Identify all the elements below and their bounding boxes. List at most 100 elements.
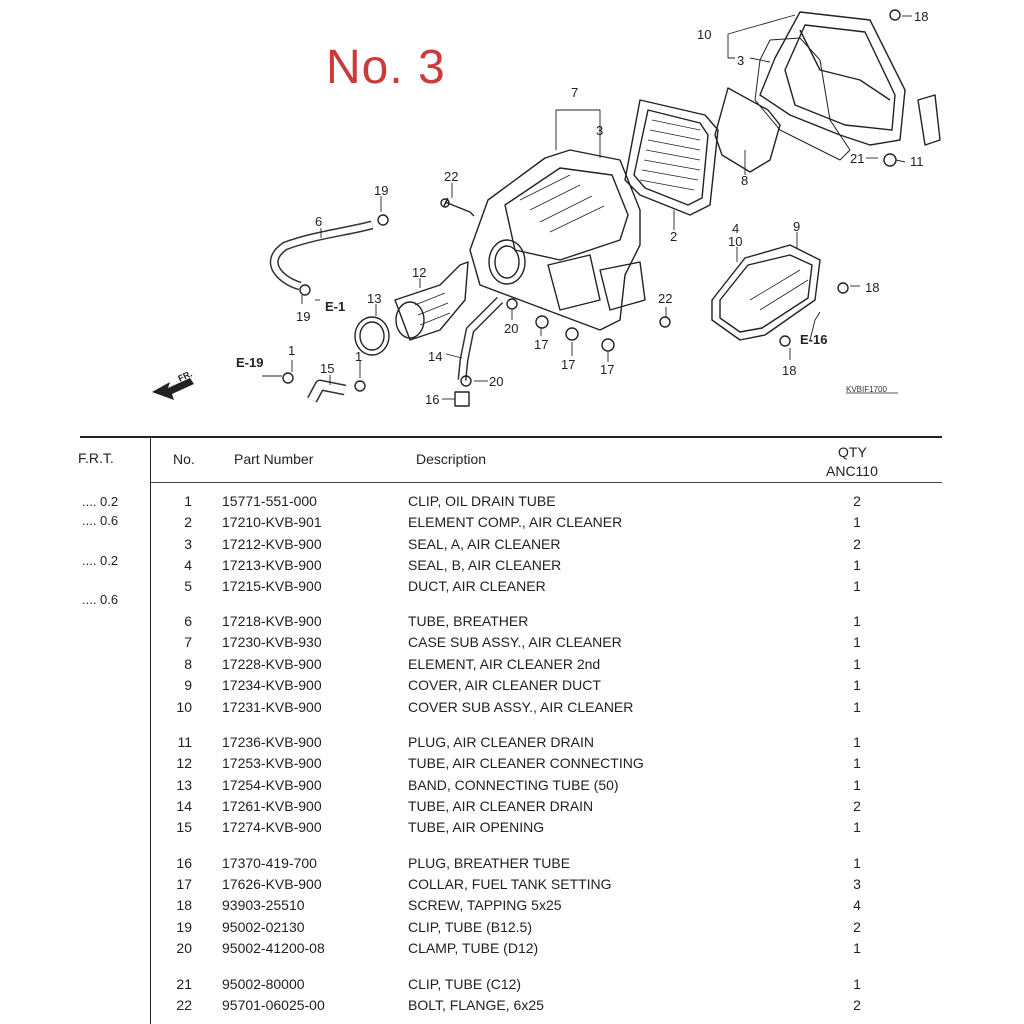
row-part-number: 93903-25510 (222, 897, 305, 913)
row-part-number: 17215-KVB-900 (222, 578, 322, 594)
band-drawing (354, 316, 390, 356)
row-part-number: 17370-419-700 (222, 855, 317, 871)
parts-diagram: No. 3 10 3 18 7 3 21 11 8 19 22 6 2 4 10… (0, 0, 1024, 430)
row-qty: 1 (853, 578, 861, 594)
row-qty: 2 (853, 536, 861, 552)
row-description: BOLT, FLANGE, 6x25 (408, 997, 544, 1013)
callout-label: 18 (914, 9, 929, 24)
row-part-number: 17626-KVB-900 (222, 876, 322, 892)
row-qty: 1 (853, 755, 861, 771)
row-no: 3 (184, 536, 192, 552)
callout-label: 22 (444, 169, 459, 184)
callout-label: 9 (793, 219, 801, 234)
callout-label: 3 (737, 53, 745, 68)
row-description: TUBE, AIR CLEANER DRAIN (408, 798, 594, 814)
row-no: 9 (184, 677, 192, 693)
callout-label: 12 (412, 265, 427, 280)
row-no: 16 (176, 855, 192, 871)
callout-label: E-1 (325, 299, 346, 314)
table-row: 20 95002-41200-08 CLAMP, TUBE (D12) 1 (150, 940, 942, 961)
header-description: Description (416, 451, 487, 467)
element-comp-drawing (624, 99, 719, 216)
row-qty: 4 (853, 897, 861, 913)
callout-label: 3 (596, 123, 604, 138)
row-description: CLIP, TUBE (C12) (408, 976, 522, 992)
callout-label: 17 (561, 357, 576, 372)
case-sub-assy-drawing (469, 149, 641, 331)
row-description: COVER SUB ASSY., AIR CLEANER (408, 699, 634, 715)
callout-label: 18 (782, 363, 797, 378)
callout-label: 15 (320, 361, 335, 376)
row-part-number: 17234-KVB-900 (222, 677, 322, 693)
page-title: No. 3 (326, 41, 446, 94)
row-qty: 3 (853, 876, 861, 892)
callout-label: 11 (910, 154, 924, 169)
row-no: 11 (177, 734, 192, 750)
row-qty: 1 (853, 940, 861, 956)
callout-label: 1 (288, 343, 296, 358)
row-no: 12 (176, 755, 192, 771)
row-no: 6 (184, 613, 192, 629)
row-description: CLIP, TUBE (B12.5) (408, 919, 532, 935)
row-part-number: 17236-KVB-900 (222, 734, 322, 750)
table-row: 16 17370-419-700 PLUG, BREATHER TUBE 1 (150, 855, 942, 876)
row-description: SCREW, TAPPING 5x25 (408, 897, 562, 913)
header-qty: QTY (838, 444, 867, 460)
header-model: ANC110 (826, 463, 878, 479)
row-description: TUBE, AIR CLEANER CONNECTING (408, 755, 644, 771)
row-no: 5 (184, 578, 192, 594)
row-no: 1 (184, 493, 192, 509)
diagram-code: KVBIF1700 (846, 385, 887, 394)
row-description: PLUG, BREATHER TUBE (408, 855, 571, 871)
row-part-number: 95002-80000 (222, 976, 305, 992)
row-no: 8 (184, 656, 192, 672)
row-description: SEAL, A, AIR CLEANER (408, 536, 561, 552)
row-description: COLLAR, FUEL TANK SETTING (408, 876, 612, 892)
callout-label: 8 (741, 173, 749, 188)
row-qty: 2 (853, 798, 861, 814)
callout-label: 19 (374, 183, 389, 198)
row-qty: 1 (853, 734, 861, 750)
header-frt: F.R.T. (78, 450, 114, 466)
row-part-number: 17230-KVB-930 (222, 634, 322, 650)
row-no: 2 (184, 514, 192, 530)
row-no: 19 (176, 919, 192, 935)
frt-value: .... 0.2 (82, 494, 119, 509)
row-description: CLIP, OIL DRAIN TUBE (408, 493, 556, 509)
callout-label: 22 (658, 291, 673, 306)
row-part-number: 17212-KVB-900 (222, 536, 322, 552)
row-description: CLAMP, TUBE (D12) (408, 940, 539, 956)
row-part-number: 95002-41200-08 (222, 940, 325, 956)
row-part-number: 17213-KVB-900 (222, 557, 322, 573)
row-qty: 1 (853, 557, 861, 573)
row-part-number: 15771-551-000 (222, 493, 317, 509)
row-qty: 2 (853, 997, 861, 1013)
row-no: 13 (176, 777, 192, 793)
callout-label: 17 (600, 362, 615, 377)
row-description: BAND, CONNECTING TUBE (50) (408, 777, 619, 793)
row-no: 20 (176, 940, 192, 956)
row-part-number: 17253-KVB-900 (222, 755, 322, 771)
frt-value: .... 0.2 (82, 553, 119, 568)
row-qty: 2 (853, 919, 861, 935)
row-qty: 1 (853, 855, 861, 871)
row-part-number: 17228-KVB-900 (222, 656, 322, 672)
row-no: 15 (176, 819, 192, 835)
callout-label: 1 (355, 349, 363, 364)
row-qty: 1 (853, 976, 861, 992)
callout-label: E-19 (236, 355, 264, 370)
row-qty: 1 (853, 634, 861, 650)
